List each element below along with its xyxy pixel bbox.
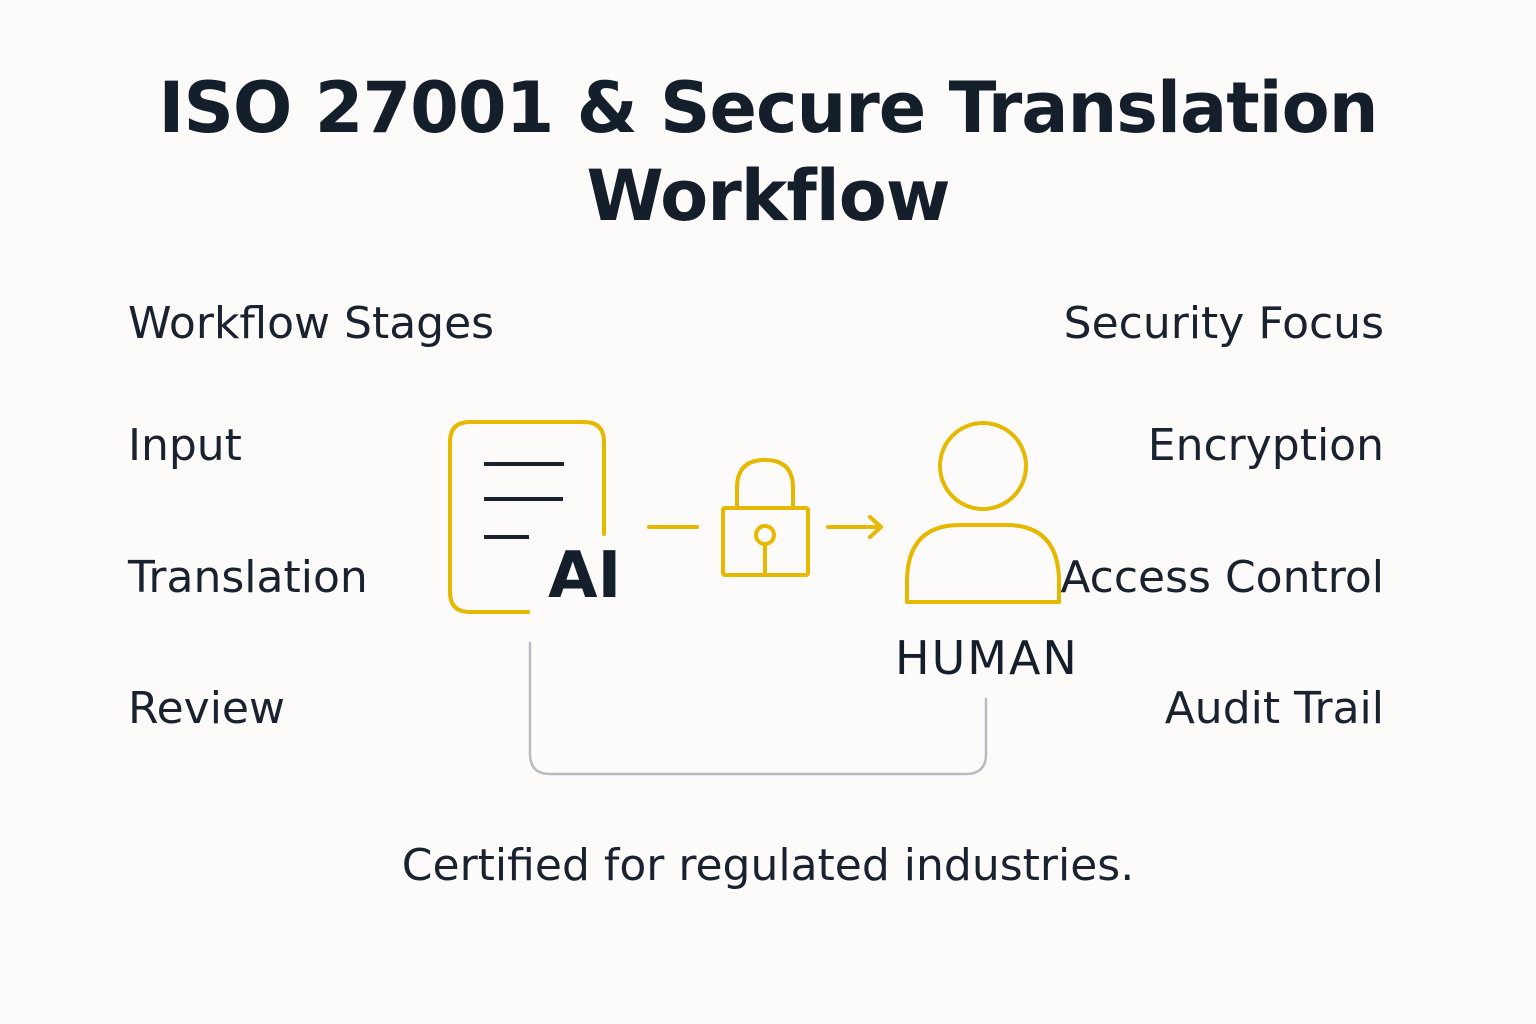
document-ai-label: AI: [548, 539, 622, 613]
security-audit-trail: Audit Trail: [1164, 683, 1384, 734]
page-title: ISO 27001 & Secure Translation Workflow: [0, 64, 1536, 240]
title-line-2: Workflow: [586, 155, 950, 237]
security-encryption: Encryption: [1147, 420, 1384, 471]
arrow-right-icon: [826, 515, 883, 539]
workflow-stages-heading: Workflow Stages: [128, 298, 495, 349]
person-icon: [905, 421, 1061, 604]
person-human-label: HUMAN: [895, 631, 1079, 685]
document-lines-icon: [484, 462, 564, 539]
stage-translation: Translation: [128, 552, 368, 603]
footer-tagline: Certified for regulated industries.: [401, 840, 1135, 891]
security-focus-heading: Security Focus: [1063, 298, 1384, 349]
security-access-control: Access Control: [1060, 552, 1384, 603]
document-icon: [448, 420, 606, 614]
stage-review: Review: [128, 683, 285, 734]
stage-input: Input: [128, 420, 242, 471]
lock-icon: [721, 457, 810, 577]
feedback-loop-connector: [528, 642, 988, 776]
title-line-1: ISO 27001 & Secure Translation: [158, 67, 1378, 149]
